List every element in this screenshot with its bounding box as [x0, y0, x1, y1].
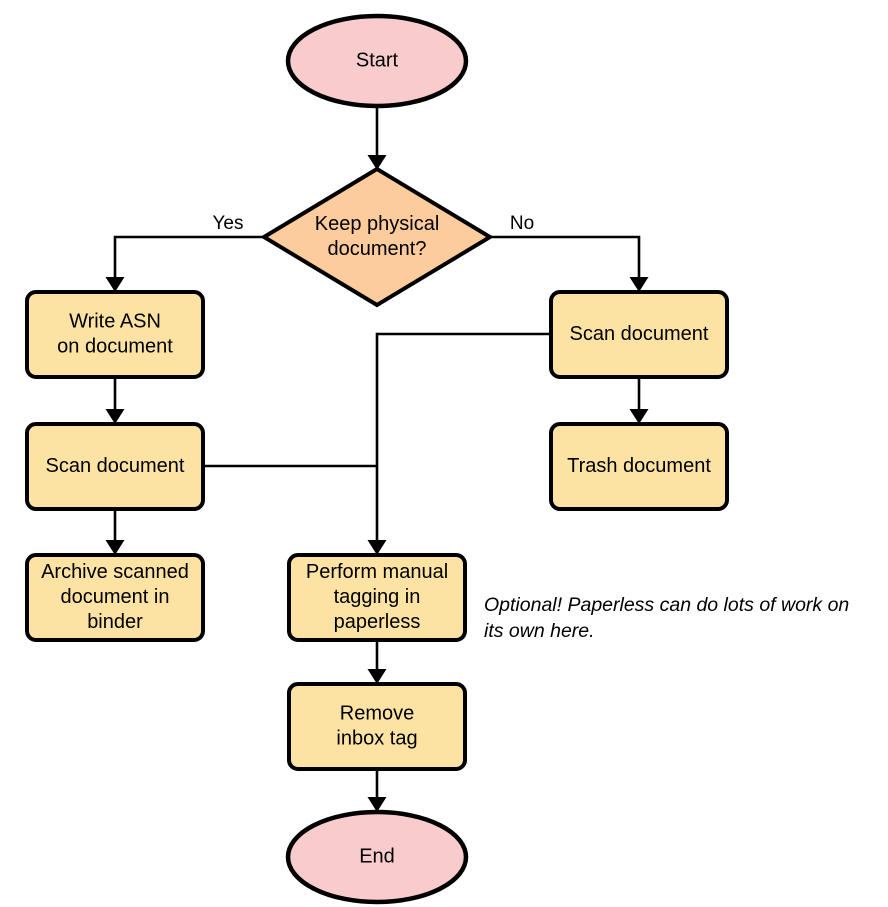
node-end[interactable]: End [285, 809, 469, 905]
edge-scan-right-to-trash [629, 377, 649, 424]
node-label: Archive scanned [41, 561, 189, 583]
node-scan-document-right[interactable]: Scan document [549, 290, 729, 379]
edge-label: No [510, 213, 534, 234]
node-write-asn-on-document[interactable]: Write ASN on document [25, 290, 205, 379]
edge-scan-right-to-manual-tagging [367, 332, 551, 555]
annotation-optional-note: Optional! Paperless can do lots of work … [484, 594, 849, 642]
node-label: Scan document [46, 455, 185, 477]
node-keep-physical-document[interactable]: Keep physical document? [260, 166, 494, 308]
edge-arrowhead [629, 409, 649, 424]
node-label: Write ASN [69, 310, 161, 332]
node-label: document? [328, 238, 427, 260]
edge-line [375, 332, 551, 551]
annotation-line: Optional! Paperless can do lots of work … [484, 594, 849, 616]
node-label: Trash document [567, 455, 711, 477]
node-label: Remove [340, 702, 414, 724]
edge-start-to-decision [367, 106, 387, 170]
node-ellipse[interactable] [285, 13, 469, 109]
edge-arrowhead [105, 277, 125, 292]
edges-layer: Yes No [105, 106, 649, 812]
node-scan-document-left[interactable]: Scan document [25, 422, 205, 511]
node-label: Perform manual [306, 561, 448, 583]
edge-decision-no-to-scan-right: No [490, 213, 649, 292]
node-rect[interactable] [287, 682, 467, 771]
node-trash-document[interactable]: Trash document [549, 422, 729, 511]
edge-write-asn-to-scan-left [105, 377, 125, 424]
node-rect[interactable] [287, 553, 467, 642]
node-label: End [359, 845, 395, 867]
node-label: Scan document [570, 323, 709, 345]
node-perform-manual-tagging-in-paperless[interactable]: Perform manual tagging in paperless [287, 553, 467, 642]
edge-arrowhead [367, 540, 387, 555]
edge-line [490, 235, 641, 288]
node-label: on document [57, 335, 173, 357]
edge-arrowhead [367, 669, 387, 684]
node-rect[interactable] [25, 290, 205, 379]
edge-arrowhead [105, 409, 125, 424]
node-diamond[interactable] [260, 166, 494, 308]
node-archive-scanned-document-in-binder[interactable]: Archive scanned document in binder [25, 553, 205, 642]
edge-arrowhead [367, 155, 387, 170]
node-remove-inbox-tag[interactable]: Remove inbox tag [287, 682, 467, 771]
node-label: Start [356, 49, 399, 71]
node-label: inbox tag [336, 727, 417, 749]
annotation-line: its own here. [484, 620, 595, 642]
edge-decision-yes-to-write-asn: Yes [105, 213, 264, 292]
node-label: document in [61, 586, 170, 608]
node-label: Keep physical [315, 213, 440, 235]
node-label: paperless [334, 611, 421, 633]
edge-remove-inbox-tag-to-end [367, 769, 387, 812]
annotations-layer: Optional! Paperless can do lots of work … [484, 594, 849, 642]
node-start[interactable]: Start [285, 13, 469, 109]
node-rect[interactable] [25, 422, 205, 511]
edge-line [113, 235, 264, 288]
edge-scan-left-to-archive [105, 509, 125, 555]
edge-arrowhead [629, 277, 649, 292]
node-rect[interactable] [549, 422, 729, 511]
node-rect[interactable] [549, 290, 729, 379]
node-label: binder [87, 611, 143, 633]
node-ellipse[interactable] [285, 809, 469, 905]
node-label: tagging in [334, 586, 421, 608]
edge-arrowhead [367, 797, 387, 812]
edge-label: Yes [213, 213, 244, 234]
edge-arrowhead [105, 540, 125, 555]
edge-manual-tagging-to-remove-inbox-tag [367, 640, 387, 684]
node-rect[interactable] [25, 553, 205, 642]
